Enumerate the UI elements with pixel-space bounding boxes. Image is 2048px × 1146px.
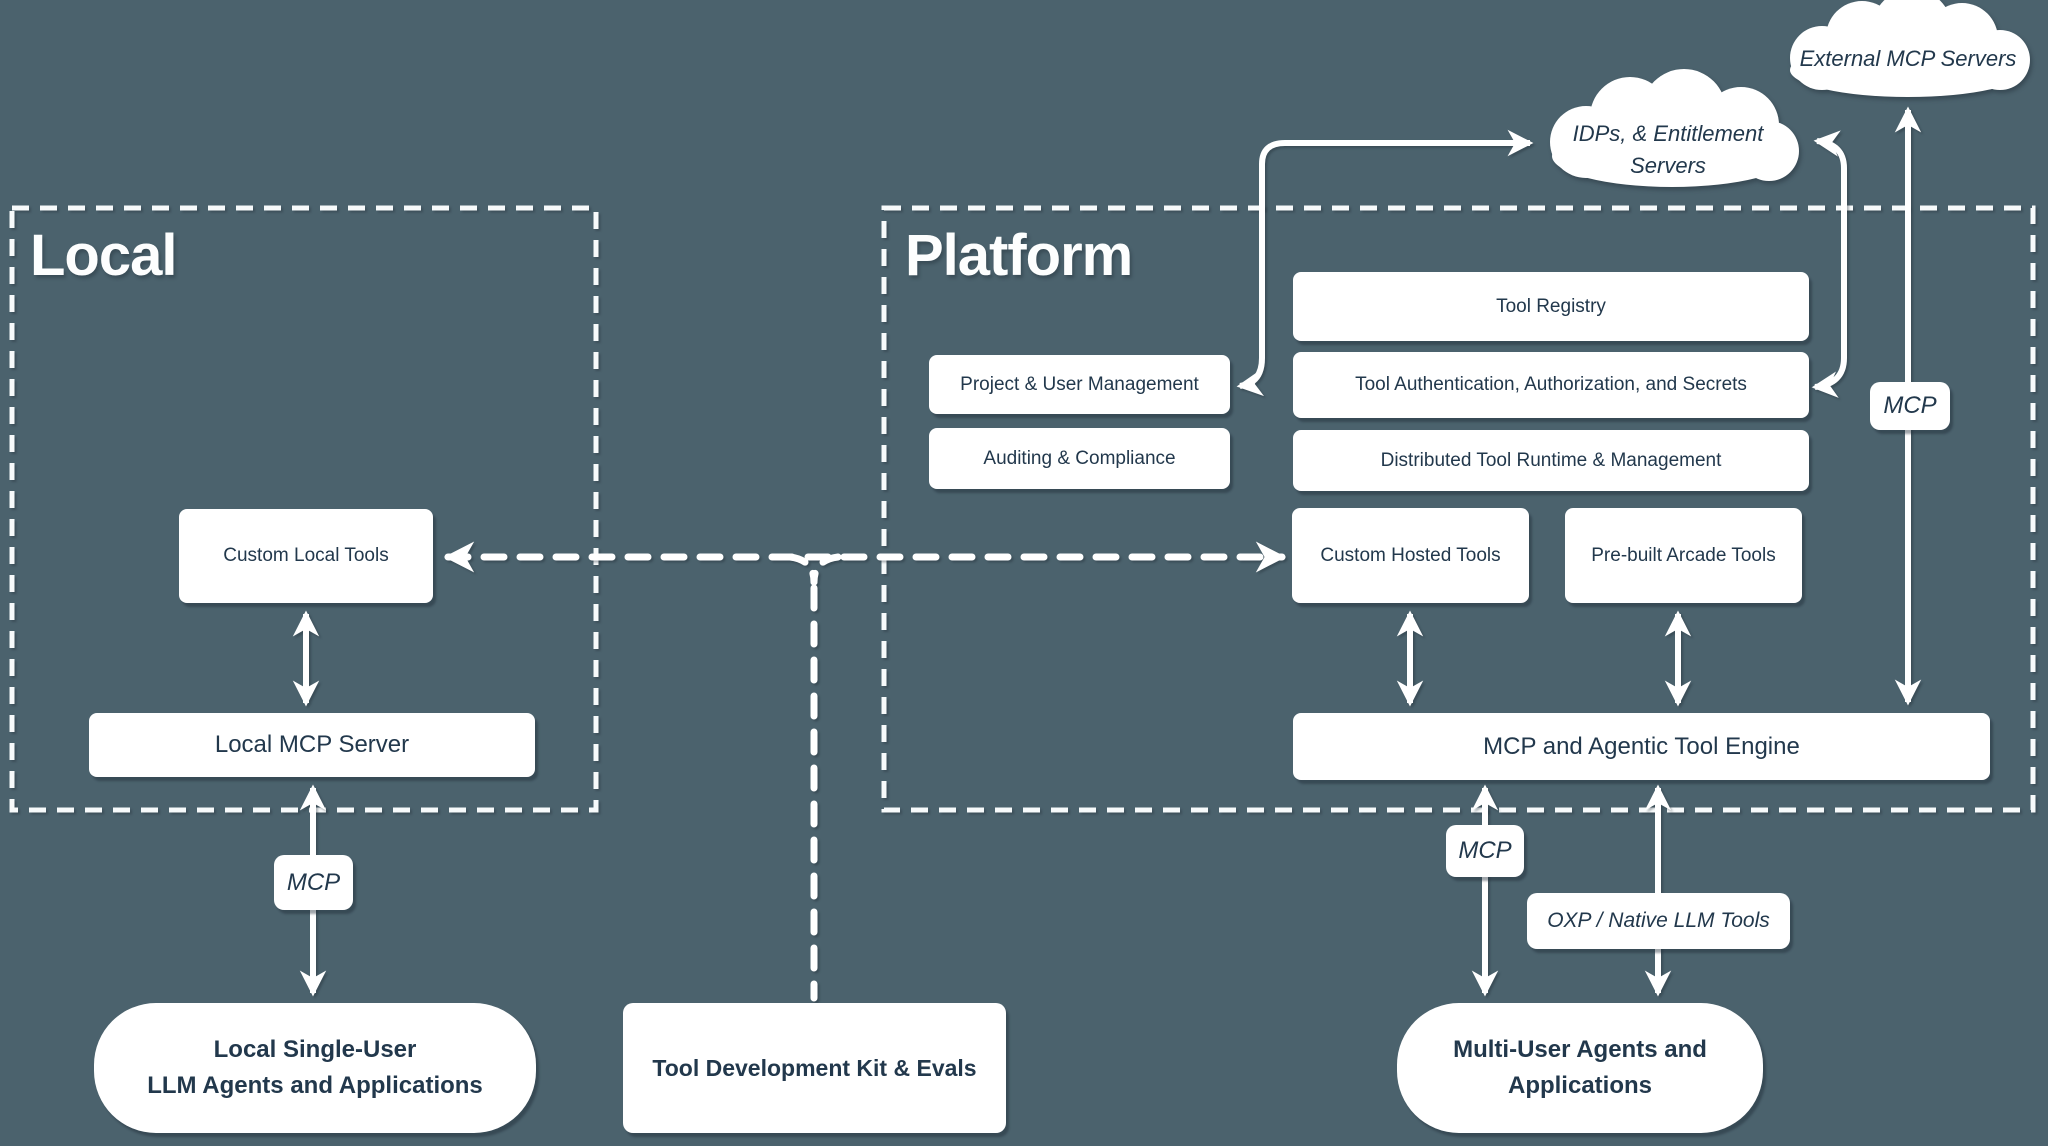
idps-cloud-label-line1: IDPs, & Entitlement <box>1573 121 1765 146</box>
multi-user-agents-box: Multi-User Agents and Applications <box>1397 1003 1763 1133</box>
auditing-compliance-box: Auditing & Compliance <box>929 428 1230 489</box>
tool-auth-label: Tool Authentication, Authorization, and … <box>1355 374 1747 396</box>
idps-entitlement-cloud: IDPs, & Entitlement Servers <box>1550 69 1799 187</box>
mcp-engine-box: MCP and Agentic Tool Engine <box>1293 713 1990 780</box>
multi-user-line1: Multi-User Agents and <box>1453 1036 1707 1063</box>
arrow-project-mgmt-to-idps <box>1236 129 1534 397</box>
external-cloud-label: External MCP Servers <box>1800 46 2017 71</box>
oxp-edge-label-text: OXP / Native LLM Tools <box>1547 908 1770 932</box>
custom-local-tools-label: Custom Local Tools <box>223 545 389 567</box>
custom-hosted-tools-box: Custom Hosted Tools <box>1292 508 1529 603</box>
local-mcp-server-box: Local MCP Server <box>89 713 535 777</box>
local-group-border <box>9 205 599 813</box>
dashed-fork-right <box>810 553 842 586</box>
mcp-edge-label-external: MCP <box>1870 382 1950 430</box>
tool-dev-kit-box: Tool Development Kit & Evals <box>623 1003 1006 1133</box>
mcp-edge-label-local-text: MCP <box>286 868 341 896</box>
tool-registry-label: Tool Registry <box>1496 295 1606 317</box>
arrow-tool-auth-to-idps <box>1811 130 1847 398</box>
mcp-edge-label-external-text: MCP <box>1883 392 1937 419</box>
local-mcp-server-label: Local MCP Server <box>214 731 410 758</box>
project-user-management-label: Project & User Management <box>960 373 1199 395</box>
auditing-compliance-label: Auditing & Compliance <box>983 447 1176 469</box>
local-section-title: Local <box>30 223 177 288</box>
distributed-runtime-box: Distributed Tool Runtime & Management <box>1293 430 1809 491</box>
mcp-edge-label-local: MCP <box>274 855 353 910</box>
custom-local-tools-box: Custom Local Tools <box>179 509 433 603</box>
mcp-edge-label-engine-text: MCP <box>1458 837 1512 864</box>
multi-user-line2: Applications <box>1507 1072 1652 1099</box>
oxp-edge-label: OXP / Native LLM Tools <box>1527 893 1790 949</box>
tool-auth-box: Tool Authentication, Authorization, and … <box>1293 352 1809 418</box>
dashed-fork-left <box>786 553 818 586</box>
prebuilt-arcade-tools-box: Pre-built Arcade Tools <box>1565 508 1802 603</box>
idps-cloud-label-line2: Servers <box>1630 153 1706 178</box>
external-mcp-servers-cloud: External MCP Servers <box>1790 0 2030 97</box>
local-agents-line1: Local Single-User <box>213 1036 417 1063</box>
mcp-engine-label: MCP and Agentic Tool Engine <box>1483 732 1800 760</box>
tool-registry-box: Tool Registry <box>1293 272 1809 341</box>
tool-dev-kit-label: Tool Development Kit & Evals <box>652 1054 977 1081</box>
local-agents-line2: LLM Agents and Applications <box>147 1072 483 1099</box>
mcp-edge-label-engine: MCP <box>1446 825 1524 877</box>
platform-section-title: Platform <box>905 223 1133 288</box>
prebuilt-arcade-tools-label: Pre-built Arcade Tools <box>1591 544 1776 566</box>
custom-hosted-tools-label: Custom Hosted Tools <box>1320 544 1501 566</box>
project-user-management-box: Project & User Management <box>929 355 1230 414</box>
distributed-runtime-label: Distributed Tool Runtime & Management <box>1380 449 1722 471</box>
local-agents-box: Local Single-User LLM Agents and Applica… <box>94 1003 536 1133</box>
